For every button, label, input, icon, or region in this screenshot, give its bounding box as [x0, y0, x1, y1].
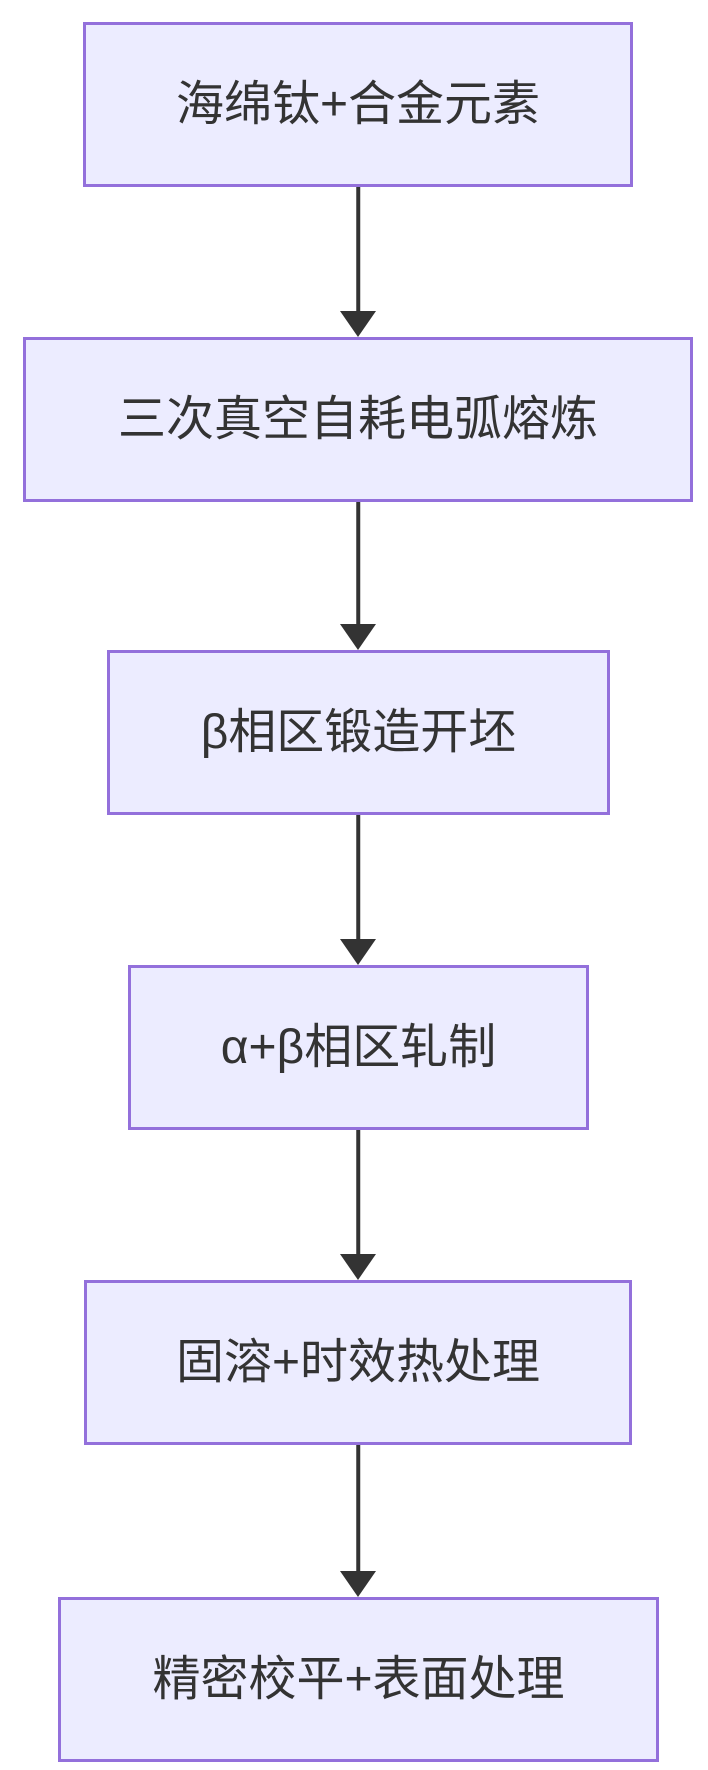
arrow-line	[356, 815, 360, 941]
node-heat-treatment-label: 固溶+时效热处理	[175, 1335, 541, 1389]
node-alpha-beta-rolling-label: α+β相区轧制	[220, 1020, 497, 1074]
flow-arrow-3	[340, 815, 376, 965]
node-vacuum-arc-melting-label: 三次真空自耗电弧熔炼	[117, 392, 598, 446]
flow-arrow-5	[340, 1445, 376, 1597]
node-vacuum-arc-melting: 三次真空自耗电弧熔炼	[23, 337, 693, 502]
node-leveling-surface-treatment: 精密校平+表面处理	[58, 1597, 659, 1762]
node-beta-forging-label: β相区锻造开坯	[200, 705, 517, 759]
arrow-line	[356, 1445, 360, 1573]
arrow-down-icon	[340, 311, 376, 337]
arrow-down-icon	[340, 1571, 376, 1597]
arrow-down-icon	[340, 624, 376, 650]
flow-arrow-4	[340, 1130, 376, 1280]
flow-arrow-2	[340, 502, 376, 650]
node-beta-forging: β相区锻造开坯	[107, 650, 610, 815]
node-leveling-surface-treatment-label: 精密校平+表面处理	[152, 1652, 565, 1706]
arrow-down-icon	[340, 939, 376, 965]
node-alpha-beta-rolling: α+β相区轧制	[128, 965, 589, 1130]
arrow-line	[356, 187, 360, 313]
arrow-down-icon	[340, 1254, 376, 1280]
node-raw-materials: 海绵钛+合金元素	[83, 22, 633, 187]
node-raw-materials-label: 海绵钛+合金元素	[175, 77, 541, 131]
node-heat-treatment: 固溶+时效热处理	[84, 1280, 632, 1445]
arrow-line	[356, 1130, 360, 1256]
flow-arrow-1	[340, 187, 376, 337]
arrow-line	[356, 502, 360, 626]
